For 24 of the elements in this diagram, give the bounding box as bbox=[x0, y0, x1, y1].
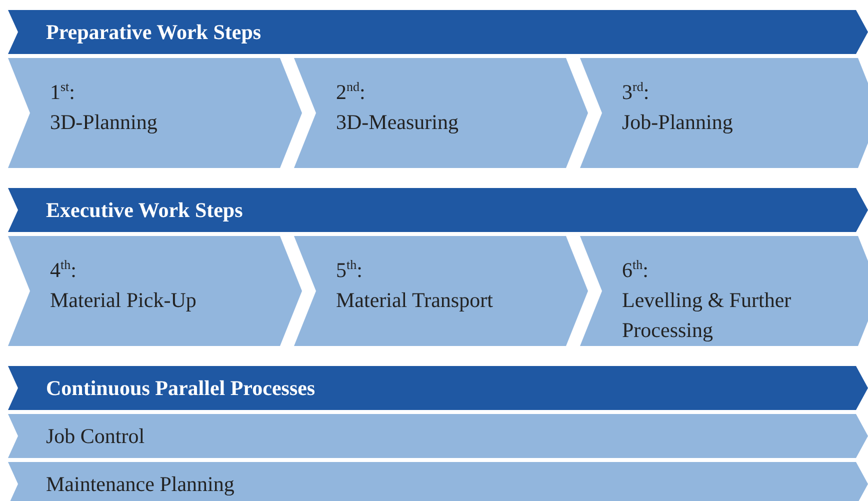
step-number: 2$^{nd}$: bbox=[336, 78, 366, 106]
step-number: 6$^{th}$: bbox=[622, 256, 650, 284]
step-title: Job-Planning bbox=[622, 109, 734, 136]
step-title: 3D-Measuring bbox=[336, 109, 460, 136]
process-label: Maintenance Planning bbox=[46, 472, 234, 496]
process-step-block bbox=[580, 236, 868, 346]
step-number: 3$^{rd}$: bbox=[622, 78, 650, 106]
section-heading: Executive Work Steps bbox=[46, 198, 243, 222]
step-title: Material Transport bbox=[336, 287, 494, 314]
section-header-band bbox=[8, 188, 868, 232]
process-band bbox=[8, 414, 868, 458]
process-step-block bbox=[580, 58, 868, 168]
step-title: 3D-Planning bbox=[50, 109, 158, 136]
section-heading: Preparative Work Steps bbox=[46, 20, 262, 44]
step-title: Levelling & Further Processing bbox=[622, 287, 792, 344]
section-header-band bbox=[8, 10, 868, 54]
step-number: 4$^{th}$: bbox=[50, 256, 78, 284]
step-number: 5$^{th}$: bbox=[336, 256, 364, 284]
section-header-band bbox=[8, 366, 868, 410]
section-heading: Continuous Parallel Processes bbox=[46, 376, 316, 400]
step-number: 1$^{st}$: bbox=[50, 78, 76, 106]
process-label: Job Control bbox=[46, 424, 145, 448]
process-band bbox=[8, 462, 868, 501]
step-title: Material Pick-Up bbox=[50, 287, 198, 314]
